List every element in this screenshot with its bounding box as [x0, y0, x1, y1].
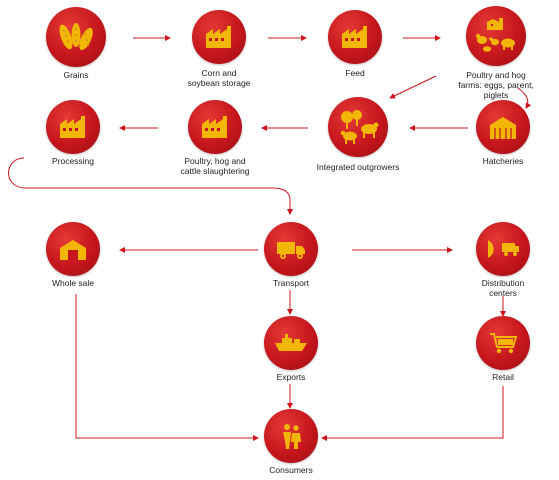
factory-icon	[188, 100, 242, 154]
node-label: Poultry and hog farms: eggs, parent, pig…	[458, 70, 534, 100]
arrow-wholesale-to-consumers	[75, 294, 259, 441]
node-label: Grains	[63, 70, 89, 80]
livestock-icon	[328, 97, 388, 157]
cart-icon	[476, 316, 530, 370]
node-label: Transport	[272, 278, 310, 288]
node-label: Poultry, hog and cattle slaughtering	[180, 156, 250, 176]
distribution-icon	[476, 222, 530, 276]
node-label: Feed	[345, 68, 365, 78]
node-label: Exports	[276, 372, 306, 382]
factory-icon	[46, 100, 100, 154]
node-label: Consumers	[269, 465, 313, 475]
truck-icon	[264, 222, 318, 276]
factory-icon	[328, 10, 382, 64]
arrow-poultry-to-integrated	[389, 75, 437, 99]
arrow-processing-to-transport	[8, 157, 293, 215]
node-label: Integrated outgrowers	[316, 162, 400, 172]
barn-icon	[476, 100, 530, 154]
node-label: Hatcheries	[482, 156, 524, 166]
node-label: Corn and soybean storage	[187, 68, 251, 88]
node-label: Processing	[51, 156, 95, 166]
node-label: Distribution centers	[481, 278, 525, 298]
node-label: Whole sale	[51, 278, 95, 288]
arrow-retail-to-consumers	[321, 386, 504, 441]
grain-icon	[46, 7, 106, 67]
ship-icon	[264, 316, 318, 370]
farm-animals-icon	[466, 6, 526, 66]
node-label: Retail	[492, 372, 514, 382]
people-icon	[264, 409, 318, 463]
warehouse-icon	[46, 222, 100, 276]
arrow-poultry-to-hatcheries	[517, 87, 532, 109]
factory-icon	[192, 10, 246, 64]
